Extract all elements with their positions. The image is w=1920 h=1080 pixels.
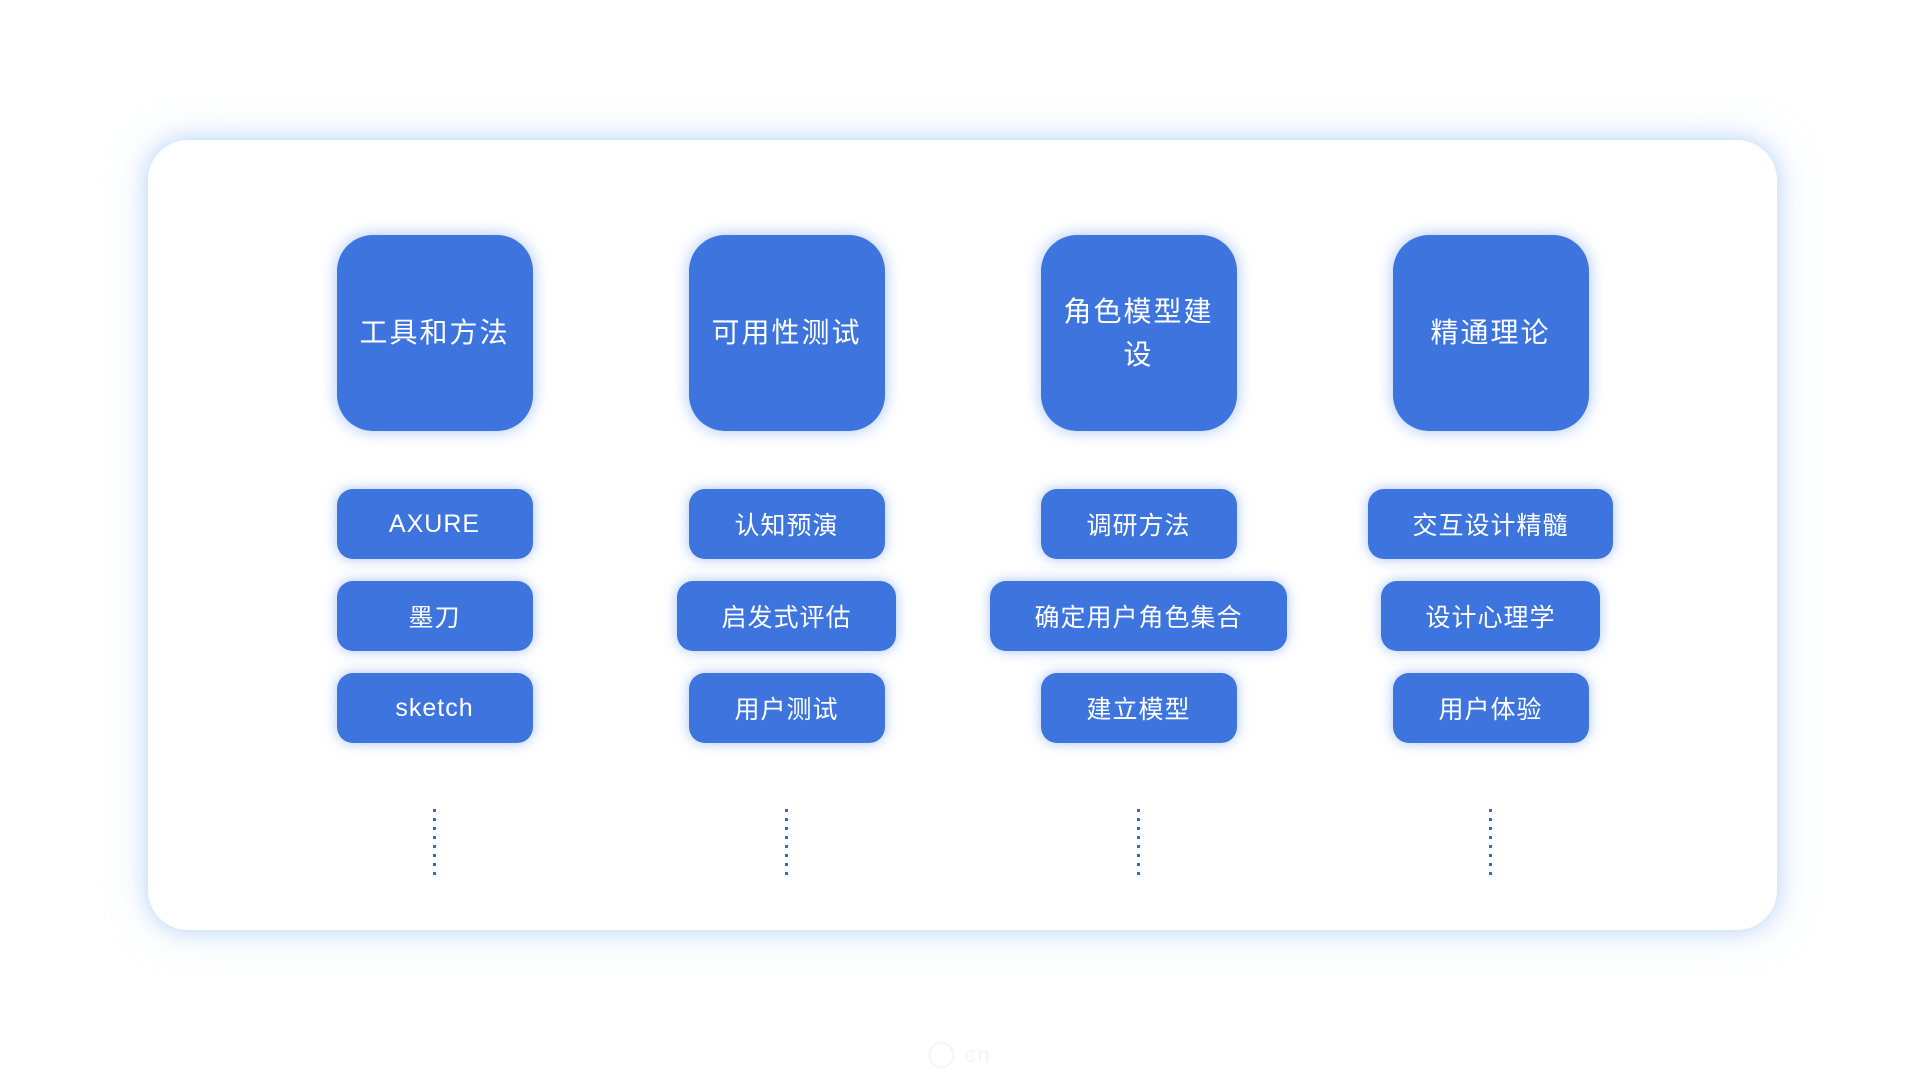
topic-node[interactable]: 用户体验 — [1392, 673, 1589, 743]
topic-node[interactable]: 确定用户角色集合 — [990, 581, 1287, 651]
branch-column-usability: 可用性测试 认知预演 启发式评估 用户测试 — [611, 140, 963, 930]
topic-node[interactable]: 设计心理学 — [1381, 581, 1600, 651]
more-items-dotted-line — [1489, 809, 1492, 881]
topic-node[interactable]: 交互设计精髓 — [1368, 489, 1613, 559]
topic-node[interactable]: 启发式评估 — [677, 581, 896, 651]
topic-node[interactable]: 调研方法 — [1040, 489, 1237, 559]
more-items-dotted-line — [433, 809, 436, 881]
topic-node[interactable]: 认知预演 — [688, 489, 885, 559]
topic-node[interactable]: 用户测试 — [688, 673, 885, 743]
watermark-logo-icon — [928, 1042, 955, 1068]
category-node-label: 工具和方法 — [359, 317, 510, 349]
category-node-label: 角色模型建设 — [1063, 295, 1214, 370]
category-node[interactable]: 精通理论 — [1392, 235, 1589, 431]
watermark-text: cn — [964, 1042, 992, 1067]
topic-node[interactable]: AXURE — [336, 489, 533, 559]
category-node[interactable]: 工具和方法 — [336, 235, 533, 431]
more-items-dotted-line — [785, 809, 788, 881]
topic-node[interactable]: 建立模型 — [1040, 673, 1237, 743]
category-node-label: 精通理论 — [1430, 317, 1551, 349]
category-node[interactable]: 角色模型建设 — [1040, 235, 1237, 431]
more-items-dotted-line — [1137, 809, 1140, 881]
category-node-label: 可用性测试 — [711, 317, 862, 349]
branch-column-persona: 角色模型建设 调研方法 确定用户角色集合 建立模型 — [963, 140, 1315, 930]
branch-column-theory: 精通理论 交互设计精髓 设计心理学 用户体验 — [1315, 140, 1667, 930]
branch-columns: 工具和方法 AXURE 墨刀 sketch 可用性测试 认知预演 启发式评估 用… — [148, 140, 1777, 930]
branch-column-tools: 工具和方法 AXURE 墨刀 sketch — [259, 140, 611, 930]
watermark: cn — [928, 1042, 991, 1068]
topic-node[interactable]: 墨刀 — [336, 581, 533, 651]
category-node[interactable]: 可用性测试 — [688, 235, 885, 431]
topic-node[interactable]: sketch — [336, 673, 533, 743]
mindmap-card: 工具和方法 AXURE 墨刀 sketch 可用性测试 认知预演 启发式评估 用… — [148, 140, 1777, 930]
